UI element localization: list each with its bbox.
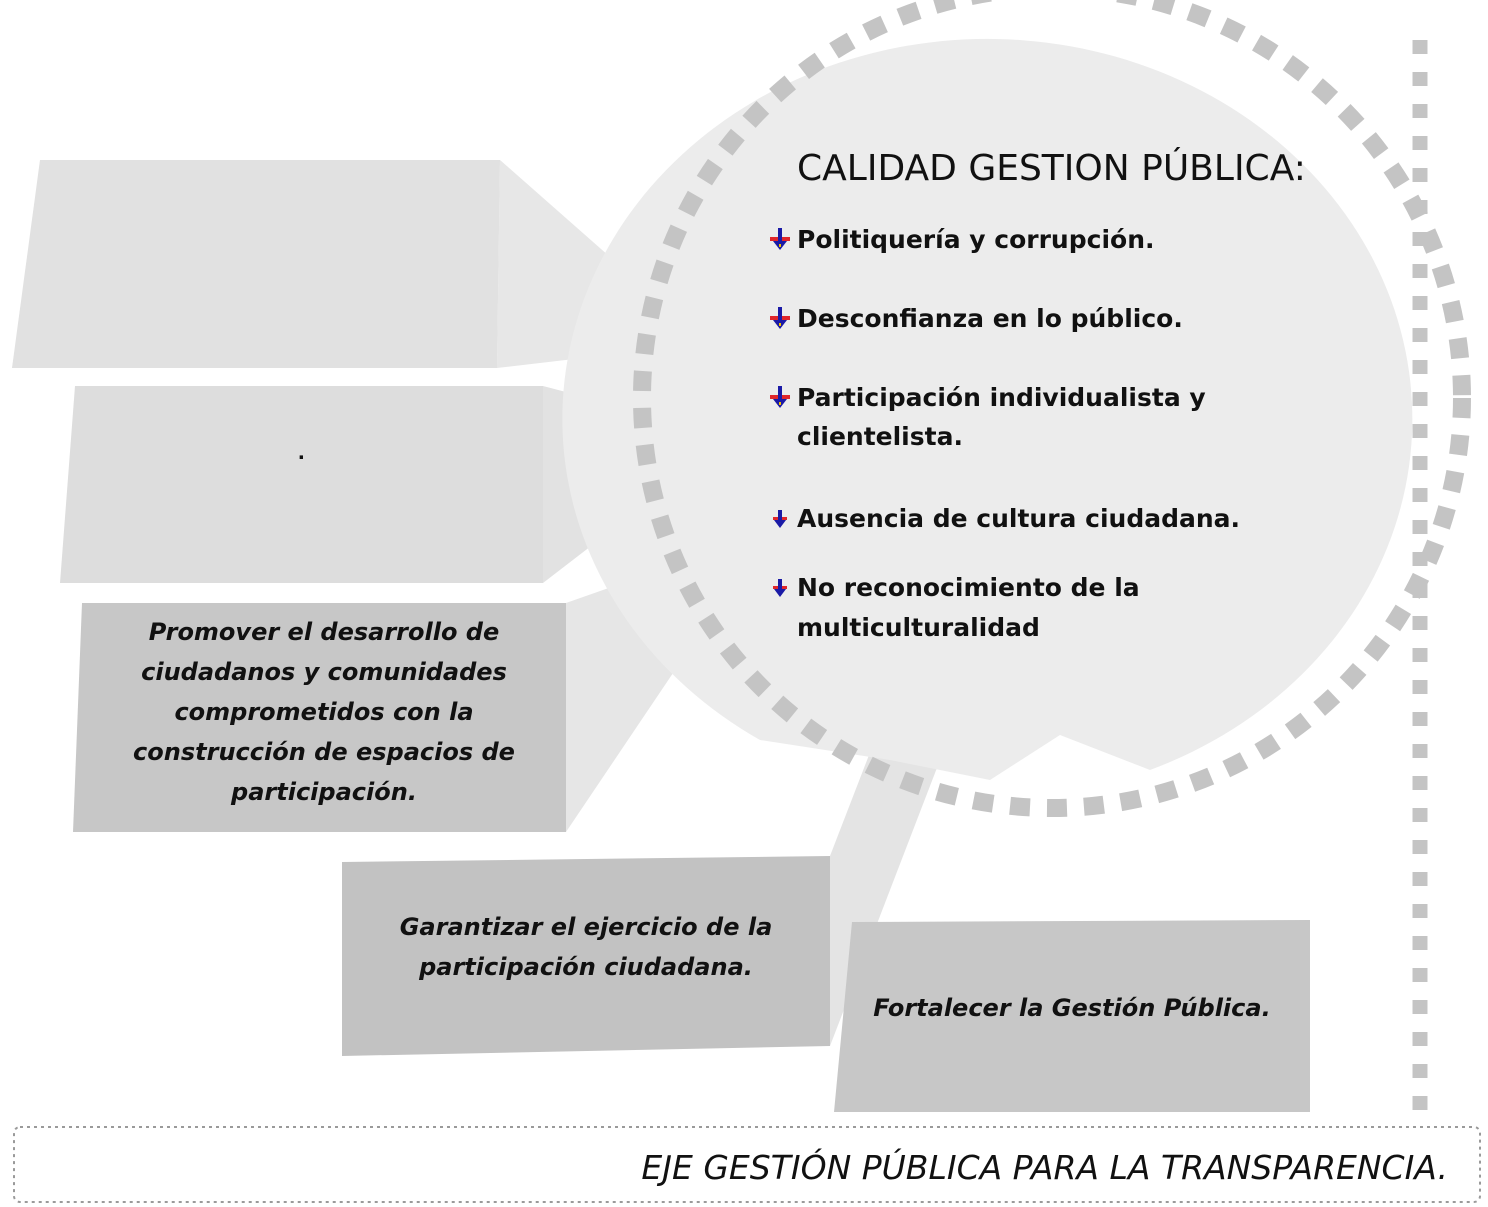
callout-title: CALIDAD GESTION PÚBLICA: [797,148,1306,189]
footer-label: EJE GESTIÓN PÚBLICA PARA LA TRANSPARENCI… [641,1148,1448,1187]
callout-item: Ausencia de cultura ciudadana. [767,499,1240,538]
box-2 [60,386,543,583]
arrow-down-icon [767,499,797,531]
callout-circle-dashed-outline [633,0,1471,817]
box-3-line: comprometidos con la [174,698,474,726]
box-1 [12,160,500,368]
box-4-text: Garantizar el ejercicio de la participac… [342,907,830,987]
box-4-line: Garantizar el ejercicio de la [399,913,773,941]
callout-circle [562,38,1413,780]
box-5-text: Fortalecer la Gestión Pública. [873,994,1271,1022]
box-4-line: participación ciudadana. [419,953,753,981]
callout-item-continuation: clientelista. [797,417,963,456]
arrow-down-icon [767,378,797,410]
box-3 [73,603,566,832]
callout-item: Desconfianza en lo público. [767,299,1183,338]
box-3-text: Promover el desarrollo de ciudadanos y c… [82,612,566,812]
callout-item: No reconocimiento de la [767,568,1140,607]
callout-item: Politiquería y corrupción. [767,220,1154,259]
callout-item-text: Desconfianza en lo público. [797,304,1183,333]
arrow-down-icon [767,568,797,600]
callout-item-text: clientelista. [797,422,963,451]
callout-item-text: Politiquería y corrupción. [797,225,1155,254]
callout-item-text: No reconocimiento de la [797,573,1140,602]
footer-dotted-frame [13,1126,1481,1203]
box-2-text: . [298,438,305,465]
box-3-line: Promover el desarrollo de [148,618,500,646]
arrow-down-icon [767,299,797,331]
callout-item-text: multiculturalidad [797,613,1040,642]
box-3-line: participación. [231,778,417,806]
box-3-line: ciudadanos y comunidades [141,658,507,686]
box-3-line: construcción de espacios de [133,738,515,766]
callout-item-text: Participación individualista y [797,383,1206,412]
box-5 [834,920,1310,1112]
box-4 [342,856,830,1056]
callout-item-text: Ausencia de cultura ciudadana. [797,504,1241,533]
callout-item: Participación individualista y [767,378,1206,417]
arrow-down-icon [767,220,797,252]
callout-item-continuation: multiculturalidad [797,608,1040,647]
